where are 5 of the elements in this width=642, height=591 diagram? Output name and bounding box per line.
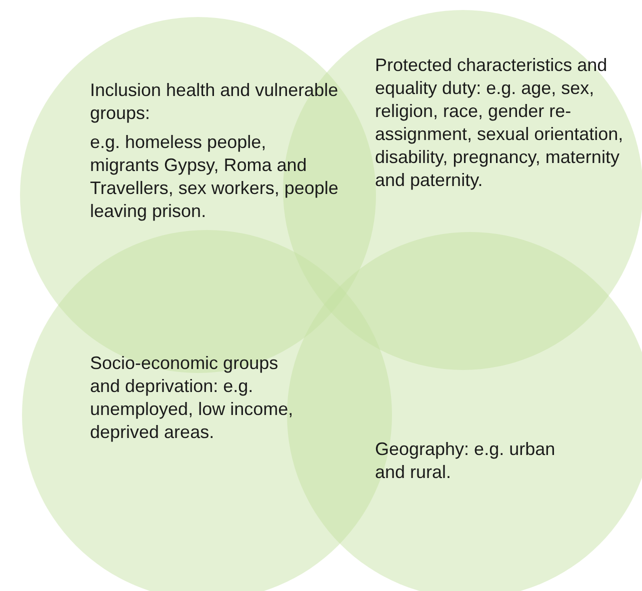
- circle-text: Protected characteristics and equality duty: e.g. age, sex, religion, race, gender re-assignment, sexual orientation, disability, pregnancy, maternity and paternity.: [375, 54, 624, 192]
- circle-text: Socio-economic groups and deprivation: e.g. unemployed, low income, deprived areas.: [90, 352, 294, 444]
- circle-text: e.g. homeless people, migrants Gypsy, Roma and Travellers, sex workers, people leaving prison.: [90, 131, 340, 223]
- circle-text: Geography: e.g. urban and rural.: [375, 438, 556, 484]
- circle-text: Inclusion health and vulnerable groups:: [90, 79, 340, 125]
